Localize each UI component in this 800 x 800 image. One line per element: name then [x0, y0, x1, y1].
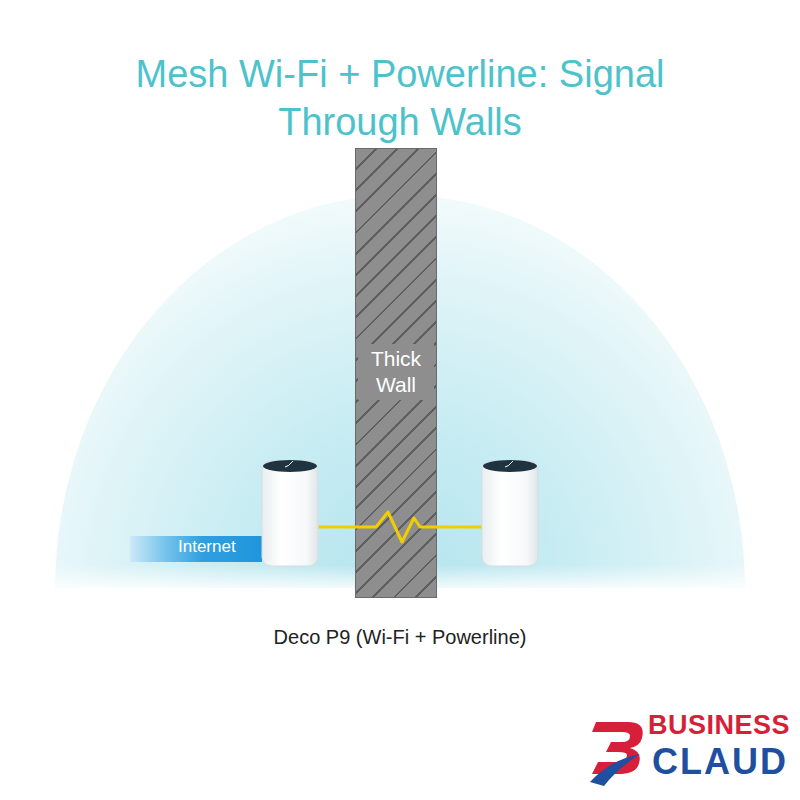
logo-panel	[585, 688, 800, 800]
title: Mesh Wi-Fi + Powerline: Signal Through W…	[80, 50, 720, 146]
internet-band: Internet	[130, 536, 262, 562]
text-holder: Internet	[178, 536, 236, 558]
text-holder: Thick Wall	[356, 344, 436, 400]
caption: Deco P9 (Wi-Fi + Powerline)	[100, 624, 700, 650]
deco-unit	[262, 460, 318, 566]
watermark-text: BUSINESS	[648, 709, 790, 741]
node-label: Thick Wall	[358, 344, 434, 400]
watermark-text: CLAUD	[652, 742, 788, 782]
logo-icon	[590, 722, 643, 786]
powerline-signal	[318, 512, 482, 542]
node-label: Internet	[178, 536, 236, 558]
deco-unit	[482, 460, 538, 566]
